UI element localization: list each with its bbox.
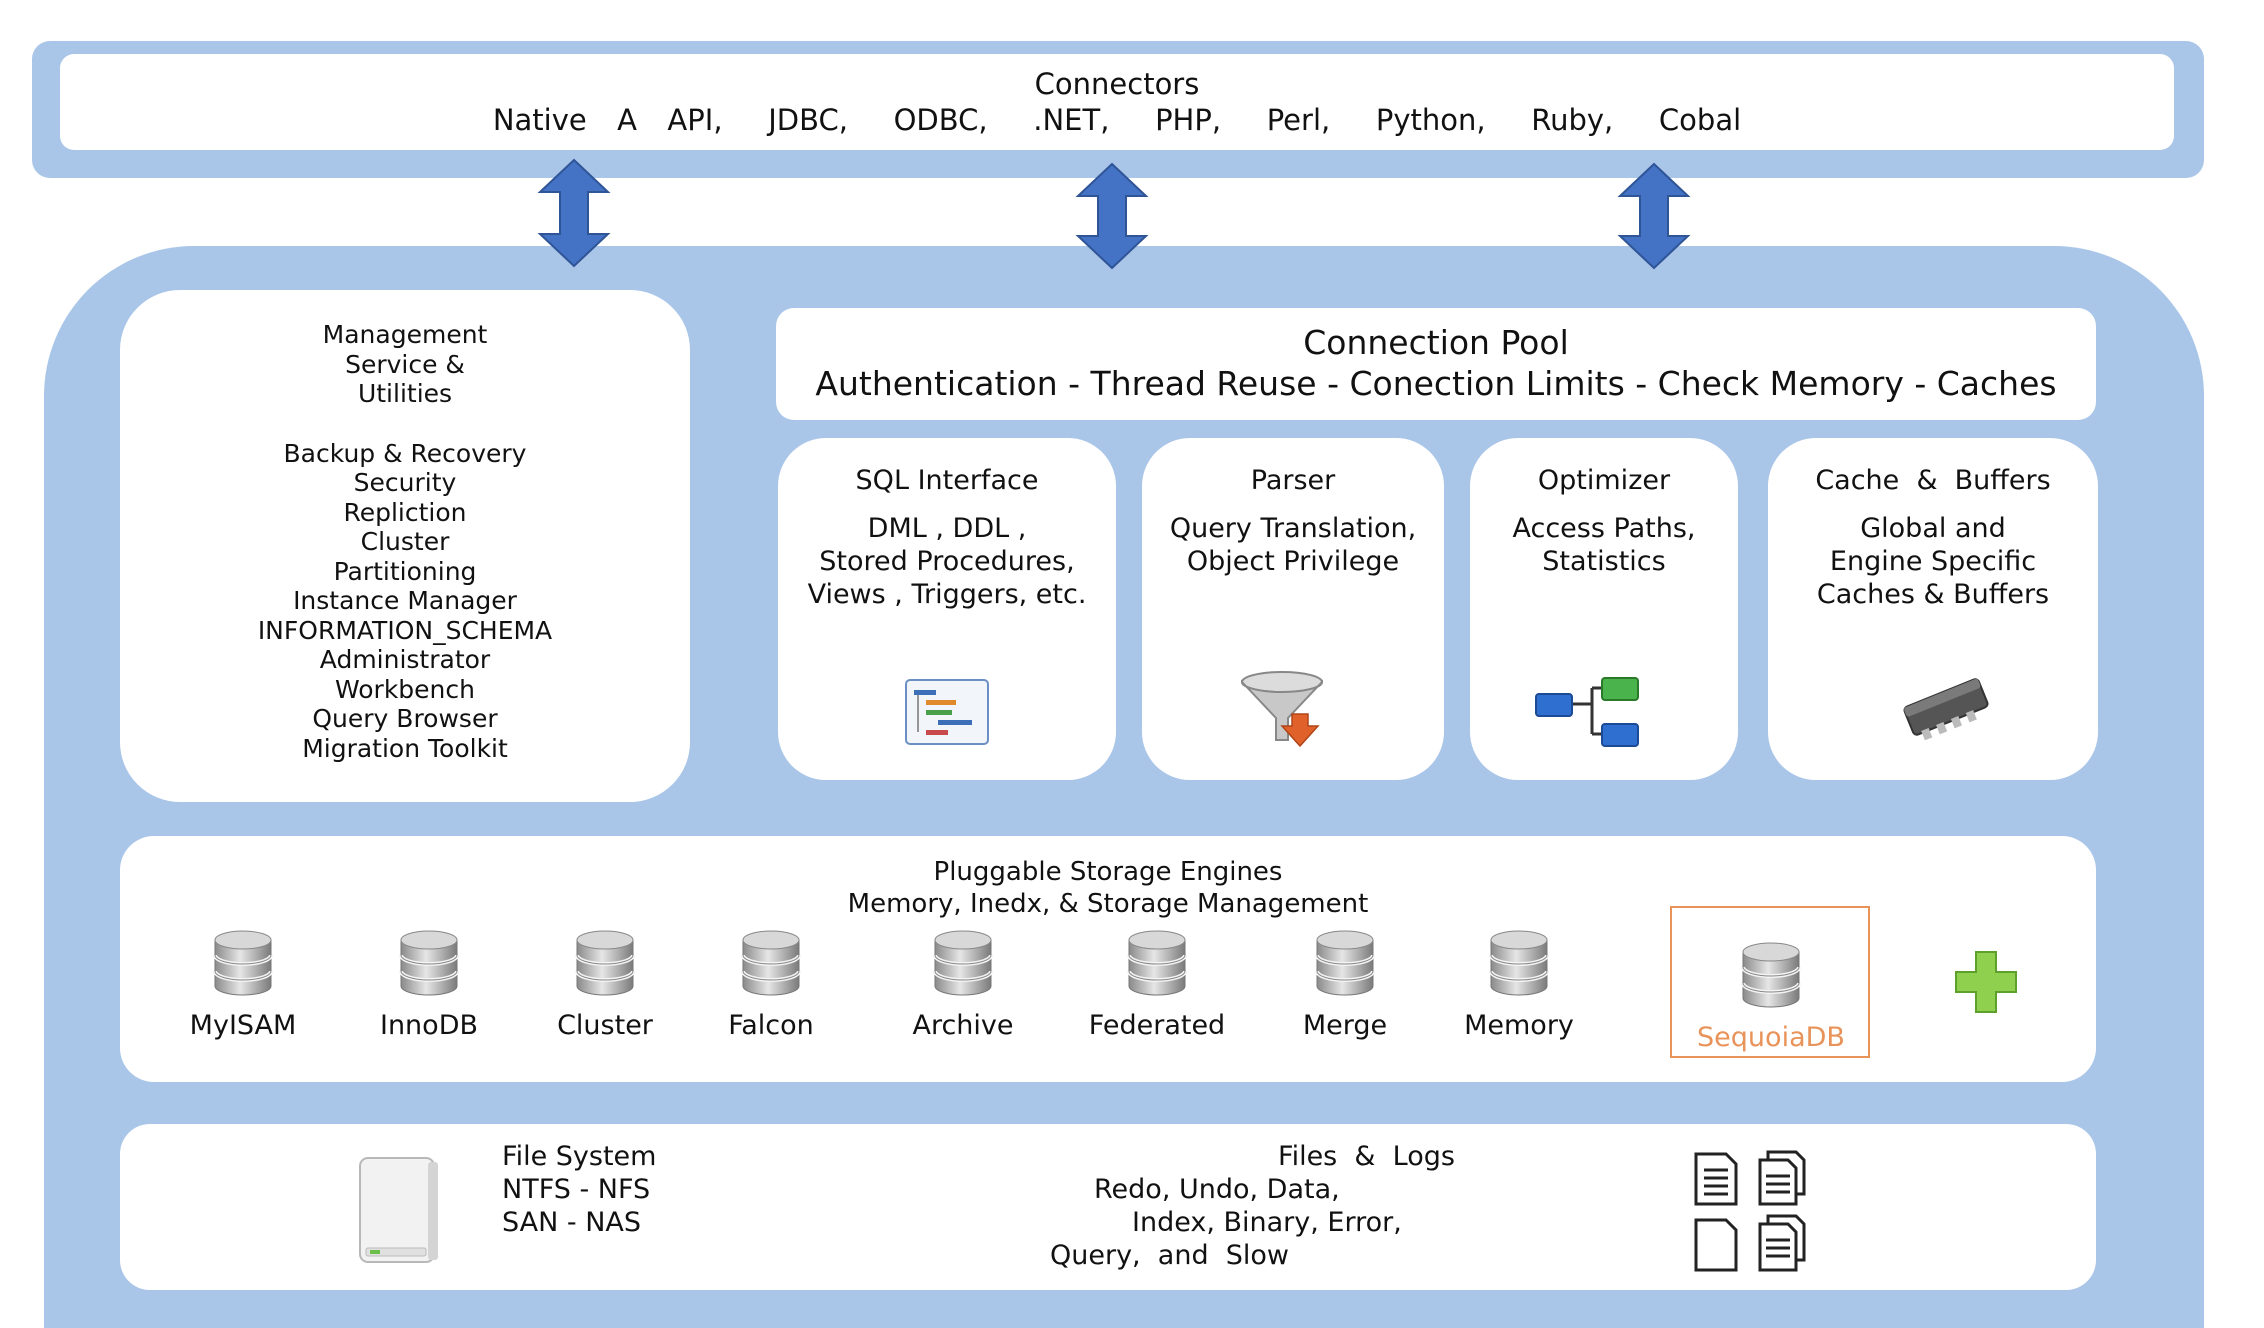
hard-drive-icon [359,1157,438,1263]
management-title: Service & [345,349,465,379]
management-item: Migration Toolkit [302,733,508,763]
storage-engines-title: Pluggable Storage Engines Memory, Inedx,… [120,856,2096,920]
management-item: Workbench [335,674,475,704]
connectors-panel: Connectors Native A API, JDBC, ODBC, .NE… [60,54,2174,150]
flowchart-icon [1535,677,1639,747]
files-logs-title: Files & Logs [1278,1141,1455,1172]
database-icon [399,929,459,997]
component-line: Caches & Buffers [1816,579,2050,610]
database-icon [1127,929,1187,997]
file-system-line: SAN - NAS [502,1207,642,1238]
management-title: Management [322,320,488,349]
storage-engines-subtitle-line: Memory, Inedx, & Storage Management [847,889,1369,919]
double-arrow-icon [537,158,611,268]
file-system-panel: File System NTFS - NFS SAN - NAS Files &… [120,1124,2096,1290]
engine-label: Federated [1088,1010,1226,1041]
connection-pool-title: Connection Pool [1303,323,1569,362]
database-icon [1315,929,1375,997]
engine-label: Memory [1464,1010,1574,1041]
management-panel: Management Service & Utilities Backup & … [120,290,690,802]
component-title: Cache & Buffers [1815,465,2051,496]
engine-label: Archive [912,1010,1014,1041]
connectors-list: Native A API, JDBC, ODBC, .NET, PHP, Per… [492,103,1742,137]
engine-label: Cluster [557,1010,653,1041]
stacked-documents-icon [1758,1214,1806,1272]
management-item: Cluster [360,527,450,556]
connectors-title: Connectors [1034,67,1200,101]
double-arrow-icon [1617,162,1691,270]
files-logs-line: Redo, Undo, Data, [1094,1174,1340,1205]
files-logs-line: Index, Binary, Error, [1132,1207,1402,1238]
sql-tree-icon [905,679,989,745]
connection-pool-panel: Connection Pool Authentication - Thread … [776,308,2096,420]
engine-label: Falcon [728,1010,814,1041]
database-icon [741,929,801,997]
engine-myisam: MyISAM [168,928,318,1042]
component-title: Parser [1250,465,1336,496]
management-title: Utilities [357,379,453,408]
file-system-text: File System NTFS - NFS SAN - NAS [502,1140,656,1239]
component-line: Engine Specific [1829,546,2037,577]
component-line: Access Paths, [1512,513,1696,544]
component-title: Optimizer [1537,465,1671,496]
plus-icon [1955,951,2017,1013]
optimizer-panel: Optimizer Access Paths, Statistics [1470,438,1738,780]
database-icon [213,929,273,997]
management-item: Query Browser [312,704,498,733]
database-icon [1489,929,1549,997]
text-document-icon [1694,1152,1738,1206]
component-line: Views , Triggers, etc. [807,579,1087,610]
management-item: Repliction [343,497,467,527]
double-arrow-icon [1075,162,1149,270]
component-line: Stored Procedures, [819,546,1075,577]
cache-buffers-panel: Cache & Buffers Global and Engine Specif… [1768,438,2098,780]
document-icons [1694,1150,1806,1272]
memory-chip-icon [1903,678,1989,740]
files-logs-line: Query, and Slow [1050,1240,1290,1271]
copy-documents-icon [1758,1150,1806,1206]
database-icon [933,929,993,997]
engine-memory: Memory [1444,928,1594,1042]
management-item: Security [353,468,457,497]
engine-label: SequoiaDB [1697,1022,1845,1053]
sequoiadb-highlight-box [1670,906,1870,1058]
management-item: INFORMATION_SCHEMA [257,615,553,645]
engine-federated: Federated [1082,928,1232,1042]
engine-innodb: InnoDB [354,928,504,1042]
component-line: Global and [1860,513,2006,544]
storage-engines-panel: Pluggable Storage Engines Memory, Inedx,… [120,836,2096,1082]
blank-document-icon [1694,1218,1738,1272]
component-line: DML , DDL , [867,513,1027,544]
component-title: SQL Interface [855,465,1039,496]
component-line: Query Translation, [1169,513,1417,544]
engine-label: MyISAM [189,1010,297,1041]
component-line: Statistics [1542,546,1666,577]
management-item: Instance Manager [293,586,517,615]
engine-falcon: Falcon [696,928,846,1042]
database-icon [1741,941,1801,1009]
file-system-line: File System [502,1141,657,1172]
engine-label: Merge [1302,1010,1388,1041]
engine-archive: Archive [888,928,1038,1042]
engine-merge: Merge [1270,928,1420,1042]
engine-sequoiadb: SequoiaDB [1696,940,1846,1054]
funnel-icon [1240,671,1324,748]
management-item: Partitioning [333,556,477,586]
engine-cluster: Cluster [530,928,680,1042]
database-icon [575,929,635,997]
sql-interface-panel: SQL Interface DML , DDL , Stored Procedu… [778,438,1116,780]
engine-label: InnoDB [379,1010,479,1041]
connection-pool-subtitle: Authentication - Thread Reuse - Conectio… [815,364,2057,403]
storage-engines-title-line: Pluggable Storage Engines [933,857,1283,887]
management-item: Administrator [319,645,491,674]
component-line: Object Privilege [1186,546,1400,577]
parser-panel: Parser Query Translation, Object Privile… [1142,438,1444,780]
management-item: Backup & Recovery [283,438,527,468]
file-system-line: NTFS - NFS [502,1174,651,1205]
